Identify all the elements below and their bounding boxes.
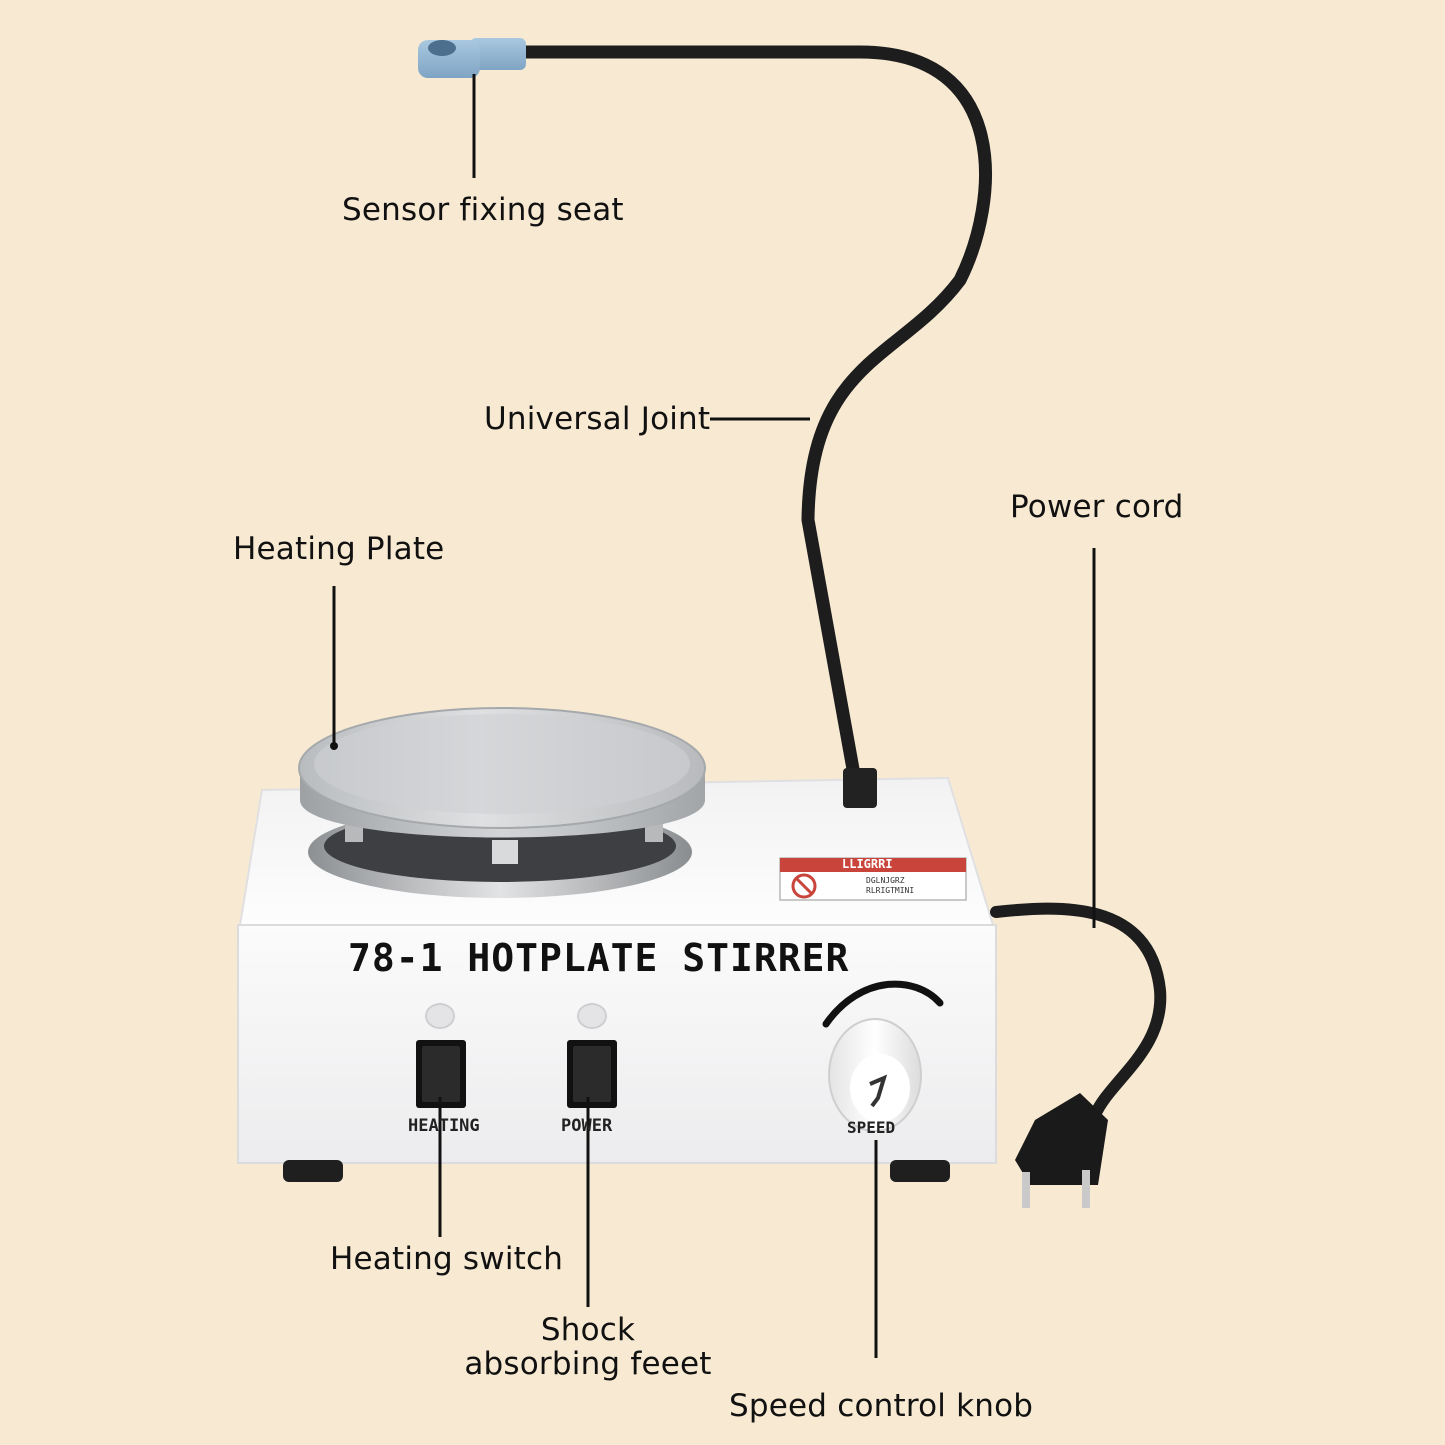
heating-switch[interactable]	[416, 1040, 466, 1108]
callout-heating-switch: Heating switch	[330, 1241, 564, 1277]
callout-sensor-fixing-seat: Sensor fixing seat	[342, 192, 624, 228]
gooseneck-base	[843, 768, 877, 808]
speed-control-knob[interactable]	[828, 1018, 922, 1132]
foot-right	[890, 1160, 950, 1182]
sensor-seat-icon	[418, 38, 526, 78]
warning-label-line1: DGLNJGRZ	[866, 876, 905, 885]
power-plug-icon	[1015, 1093, 1108, 1208]
heating-indicator-lamp	[425, 1003, 455, 1029]
callout-speed-control-knob: Speed control knob	[729, 1388, 1034, 1424]
foot-left	[283, 1160, 343, 1182]
callout-power-cord: Power cord	[1010, 489, 1184, 525]
heating-plate-assembly	[298, 707, 706, 898]
warning-label-line2: RLRIGTMINI	[866, 886, 915, 895]
model-label: 78-1 HOTPLATE STIRRER	[348, 936, 850, 980]
leader-lines	[332, 74, 1096, 1358]
callout-shock-absorbing-feet: Shock absorbing feeet	[460, 1313, 716, 1381]
power-cord	[990, 902, 1167, 1121]
power-switch-label: POWER	[561, 1116, 613, 1136]
power-indicator-lamp	[577, 1003, 607, 1029]
gooseneck-cable	[513, 45, 992, 787]
warning-label	[779, 857, 967, 901]
callout-universal-joint: Universal Joint	[484, 401, 711, 437]
power-switch[interactable]	[567, 1040, 617, 1108]
heating-switch-label: HEATING	[408, 1116, 480, 1136]
callout-shock-line1: Shock	[540, 1312, 636, 1348]
warning-label-title: LLIGRRI	[842, 857, 893, 871]
callout-heating-plate: Heating Plate	[233, 531, 445, 567]
heating-plate-pointer-dot	[330, 742, 338, 750]
speed-arc	[822, 980, 944, 1028]
callout-shock-line2: absorbing feeet	[464, 1346, 712, 1382]
speed-knob-label: SPEED	[847, 1118, 896, 1137]
